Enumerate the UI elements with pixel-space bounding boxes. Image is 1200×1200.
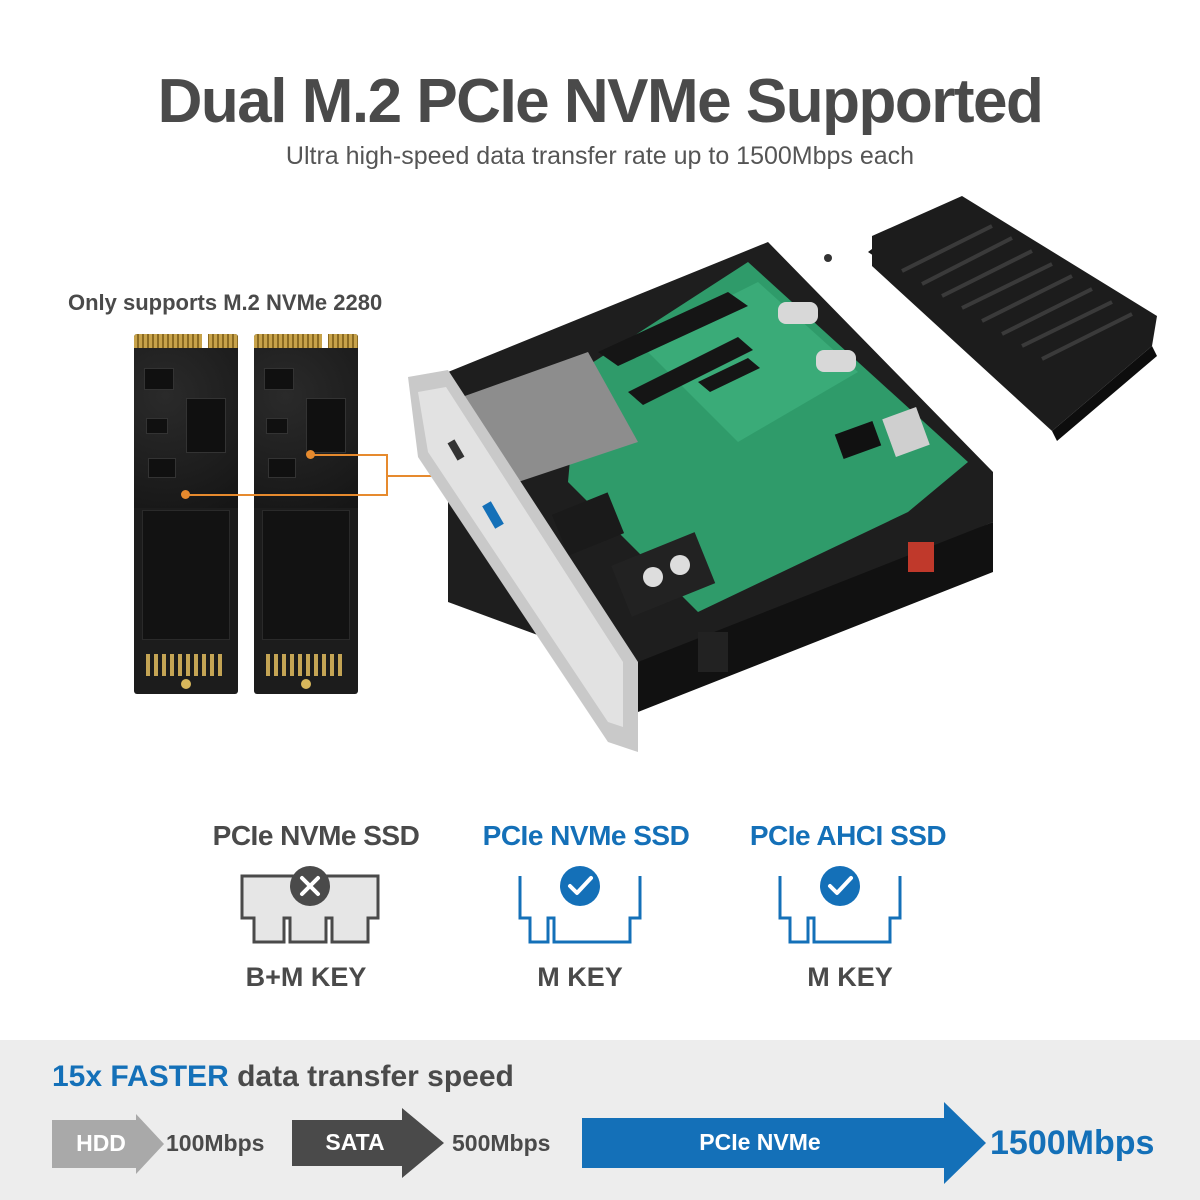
key-type-label: PCIe NVMe SSD [482,820,690,851]
nvme-arrow [582,1102,986,1184]
key-type-label: PCIe NVMe SSD [212,820,420,851]
nvme-speed: 1500Mbps [990,1124,1155,1162]
m-key-connector-icon [778,866,902,944]
speed-headline: 15x FASTER data transfer speed [52,1060,514,1094]
hdd-speed: 100Mbps [166,1130,265,1156]
support-note: Only supports M.2 NVMe 2280 [68,290,383,315]
speed-headline-accent: 15x FASTER [52,1060,229,1093]
page-subtitle: Ultra high-speed data transfer rate up t… [285,142,915,170]
bm-key-connector-icon [240,866,380,944]
ssd-stick-left [134,334,238,694]
sata-speed: 500Mbps [452,1130,551,1156]
key-type-label: PCIe AHCI SSD [749,820,947,851]
sata-arrow [292,1108,444,1178]
hdd-label: HDD [76,1130,126,1156]
page-title: Dual M.2 PCIe NVMe Supported [157,67,1044,136]
nvme-label: PCIe NVMe [699,1129,821,1155]
sata-label: SATA [325,1129,385,1155]
key-name-label: M KEY [537,962,623,992]
hdd-arrow [52,1114,164,1174]
heatsink-icon [872,196,1157,441]
m-key-connector-icon [518,866,642,944]
key-name-label: B+M KEY [245,962,367,992]
enclosure-illustration [408,222,998,752]
ssd-stick-right [254,334,358,694]
key-name-label: M KEY [807,962,893,992]
speed-headline-rest: data transfer speed [228,1060,514,1093]
